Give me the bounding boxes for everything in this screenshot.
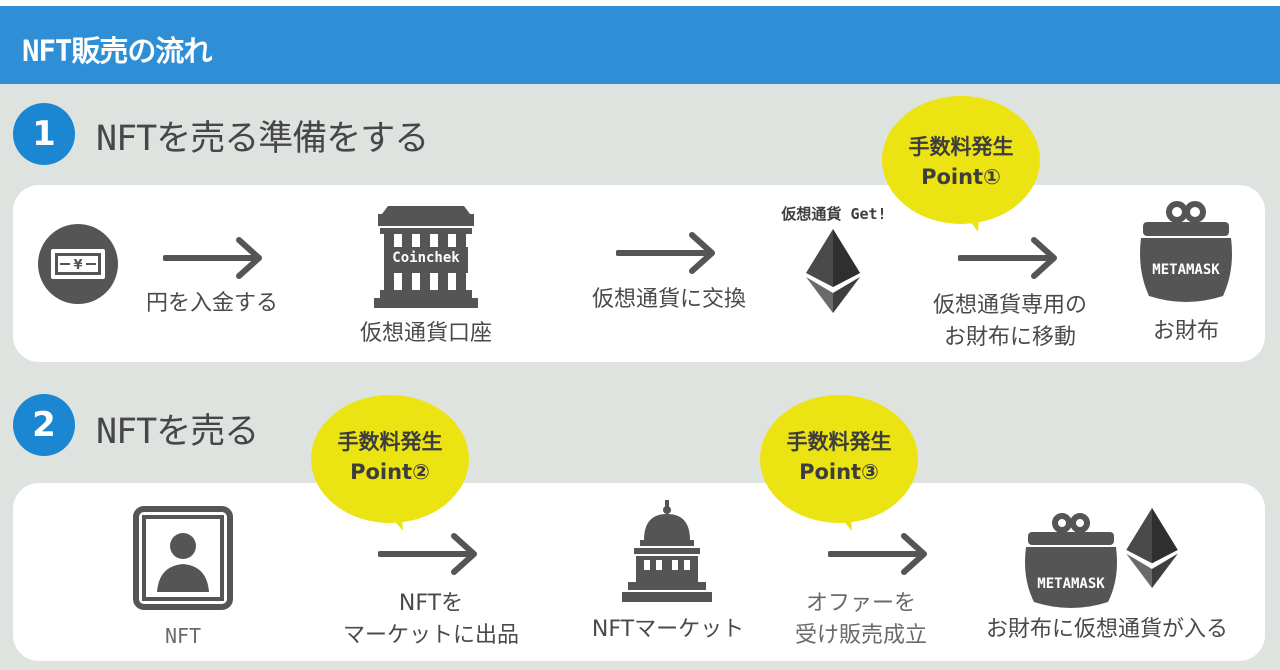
ethereum-icon (806, 229, 860, 313)
money-icon: ¥ (36, 222, 120, 306)
arrow-icon (616, 231, 718, 275)
marketplace-building-icon (620, 500, 714, 604)
crypto-get-label: 仮想通貨 Get! (781, 205, 887, 223)
nft-label: NFT (164, 624, 202, 648)
portrait-frame-icon (133, 506, 233, 610)
top-border (0, 0, 1280, 6)
fee-bubble-2: 手数料発生 Point② (311, 395, 469, 533)
step-1-badge: 1 (13, 103, 75, 165)
offer-label: オファーを 受け販売成立 (776, 588, 946, 652)
fee-bubble-1-line2: Point① (921, 165, 1001, 189)
wallet-name: METAMASK (1152, 262, 1220, 278)
fee-bubble-1: 手数料発生 Point① (882, 96, 1040, 234)
ethereum-icon (1126, 508, 1178, 588)
arrow-icon (958, 236, 1060, 280)
move-label-line2: お財布に移動 (943, 325, 1076, 350)
fee-bubble-3-line1: 手数料発生 (786, 430, 892, 454)
page-title: NFT販売の流れ (22, 34, 212, 68)
move-label: 仮想通貨専用の お財布に移動 (912, 290, 1108, 354)
exchange-name: Coinchek (392, 250, 460, 266)
wallet-label: お財布 (1152, 319, 1219, 344)
wallet-icon (1137, 200, 1235, 304)
offer-label-line1: オファーを (805, 591, 916, 616)
step-1-card (13, 185, 1265, 362)
result-label: お財布に仮想通貨が入る (985, 617, 1228, 642)
offer-label-line2: 受け販売成立 (794, 623, 927, 648)
fee-bubble-3-line2: Point③ (799, 460, 879, 484)
wallet-icon (1022, 512, 1120, 610)
arrow-icon (828, 532, 930, 576)
fee-bubble-2-line2: Point② (350, 460, 430, 484)
list-label: NFTを マーケットに出品 (326, 588, 536, 652)
step-2-title: NFTを売る (96, 412, 259, 452)
arrow-icon (378, 532, 480, 576)
fee-bubble-1-line1: 手数料発生 (908, 135, 1014, 159)
arrow-icon (163, 236, 265, 280)
bank-icon (370, 204, 482, 310)
list-label-line1: NFTを (398, 591, 464, 616)
step-2-badge: 2 (13, 394, 75, 456)
svg-text:¥: ¥ (73, 258, 82, 273)
exchange-label: 仮想通貨口座 (359, 321, 492, 346)
swap-label: 仮想通貨に交換 (591, 287, 746, 312)
move-label-line1: 仮想通貨専用の (932, 293, 1087, 318)
fee-bubble-2-line1: 手数料発生 (337, 430, 443, 454)
wallet-name-2: METAMASK (1037, 576, 1105, 592)
deposit-label: 円を入金する (145, 291, 278, 316)
page-header: NFT販売の流れ (0, 6, 1280, 84)
fee-bubble-3: 手数料発生 Point③ (760, 395, 918, 533)
step-1-title: NFTを売る準備をする (96, 119, 429, 159)
market-label: NFTマーケット (591, 617, 745, 642)
list-label-line2: マーケットに出品 (342, 623, 519, 648)
